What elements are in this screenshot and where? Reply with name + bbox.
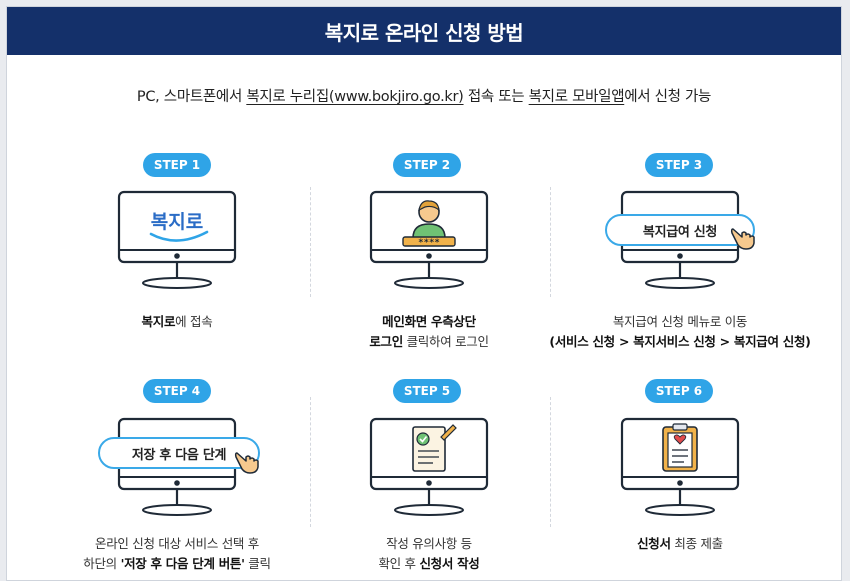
page-frame: 복지로 온라인 신청 방법 PC, 스마트폰에서 복지로 누리집(www.bok… (6, 6, 842, 581)
column-divider (310, 397, 311, 527)
column-divider (550, 187, 551, 297)
bokjiro-website-link: 복지로 누리집(www.bokjiro.go.kr) (246, 89, 464, 105)
step-1-caption: 복지로에 접속 (141, 314, 213, 329)
pointing-hand-icon (234, 452, 259, 474)
step-3-badge: STEP 3 (645, 153, 713, 177)
user-avatar-icon (412, 200, 446, 239)
step-4-caption: 온라인 신청 대상 서비스 선택 후 하단의 '저장 후 다음 단계 버튼' 클… (83, 536, 271, 571)
monitor-icon (117, 417, 237, 516)
monitor-icon: 복지로 (117, 190, 237, 289)
step-3-caption: 복지급여 신청 메뉴로 이동 (서비스 신청 > 복지서비스 신청 > 복지급여… (549, 314, 811, 349)
intro-part-1: PC, 스마트폰에서 (136, 89, 247, 105)
step-5-caption: 작성 유의사항 등 확인 후 신청서 작성 (378, 536, 480, 571)
logo-swoosh-icon (149, 230, 209, 242)
intro-part-2: 접속 또는 (463, 89, 529, 105)
password-field-icon (402, 236, 456, 247)
step-5-badge: STEP 5 (393, 379, 461, 403)
header-banner: 복지로 온라인 신청 방법 (7, 7, 841, 55)
column-divider (550, 397, 551, 527)
step-2-badge: STEP 2 (393, 153, 461, 177)
step-6-caption: 신청서 최종 제출 (637, 536, 723, 551)
intro-part-3: 에서 신청 가능 (624, 89, 712, 105)
page-title: 복지로 온라인 신청 방법 (324, 20, 524, 45)
step-6-badge: STEP 6 (645, 379, 713, 403)
monitor-icon (369, 417, 489, 516)
step-4-badge: STEP 4 (143, 379, 211, 403)
monitor-icon (620, 417, 740, 516)
document-check-icon (412, 424, 457, 472)
step-1-badge: STEP 1 (143, 153, 211, 177)
benefit-apply-button-illustration: 복지급여 신청 (605, 214, 755, 246)
monitor-icon: **** (369, 190, 489, 289)
bokjiro-logo: 복지로 (151, 211, 203, 233)
pointing-hand-icon (730, 228, 755, 250)
clipboard-heart-icon (662, 423, 698, 472)
svg-text:****: **** (418, 238, 440, 248)
column-divider (310, 187, 311, 297)
bokjiro-mobile-app-link: 복지로 모바일앱 (528, 89, 625, 105)
intro-text: PC, 스마트폰에서 복지로 누리집(www.bokjiro.go.kr) 접속… (7, 85, 841, 106)
step-2-caption: 메인화면 우측상단 로그인 클릭하여 로그인 (369, 314, 489, 349)
save-next-step-button-illustration: 저장 후 다음 단계 (98, 437, 260, 469)
